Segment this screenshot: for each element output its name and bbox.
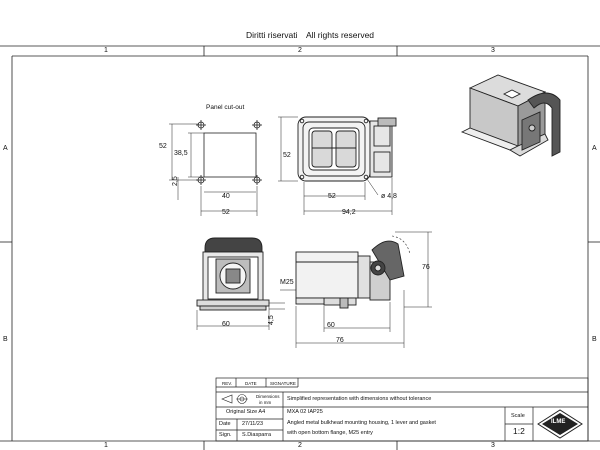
product-code: MXA 02 IAP25 [287,409,323,415]
rights-reserved-italian: Diritti riservati [246,30,298,40]
original-size-label: Original Size A4 [226,409,266,415]
dimensions-label: Dimensions [256,394,280,399]
zone-column-label: 3 [491,442,495,449]
description-line-1: Angled metal bulkhead mounting housing, … [287,420,436,426]
dim-front-width: 52 [328,193,336,200]
dim-cutout-bottom-offset: 2,5 [172,176,179,186]
dim-hole-diameter: ø 4,8 [381,193,397,200]
rights-reserved-english: All rights reserved [306,30,375,40]
zone-row-label: A [592,145,597,152]
zone-column-label: 1 [104,47,108,54]
dim-cutout-height: 52 [159,143,167,150]
panel-cutout-view [169,120,262,216]
ilme-logo-text: ILME [551,419,566,425]
dim-thread: M25 [280,279,294,286]
zone-column-label: 3 [491,47,495,54]
scale-label: Scale [511,413,525,419]
dim-bottom-width: 60 [222,321,230,328]
date-column-label: DATE [245,381,257,386]
bottom-view [196,237,285,330]
dim-front-height: 52 [283,152,291,159]
description-line-2: with open bottom flange, M25 entry [287,430,373,436]
dimensions-unit: in mm [259,400,272,405]
dim-side-flange-width: 60 [327,322,335,329]
zone-row-label: B [3,336,8,343]
date-value: 27/11/23 [242,421,264,427]
isometric-view [460,74,561,157]
sign-value: S.Diasparra [242,432,272,438]
zone-row-label: A [3,145,8,152]
zone-row-label: B [592,336,597,343]
dim-cutout-hole-spacing: 40 [222,193,230,200]
dim-side-depth: 76 [336,337,344,344]
dim-cutout-width: 52 [222,209,230,216]
ilme-logo [537,409,583,439]
cutout-hole [252,175,262,185]
sign-field-label: Sign. [219,432,232,438]
cutout-hole [196,120,206,130]
panel-cutout-label: Panel cut-out [206,104,245,111]
dim-side-height: 76 [422,264,430,271]
description-header: Simplified representation with dimension… [287,396,432,402]
dim-front-overall-width: 94,2 [342,209,356,216]
zone-column-label: 2 [298,47,302,54]
signature-column-label: SIGNATURE [270,381,296,386]
date-field-label: Date [219,421,231,427]
dim-cutout-inner-height: 38,5 [174,150,188,157]
rev-column-label: REV. [222,381,233,386]
front-view [278,116,397,215]
scale-value: 1:2 [513,426,525,436]
zone-column-label: 1 [104,442,108,449]
dim-flange-thickness: 4,5 [268,315,275,325]
side-view [280,231,432,348]
cutout-hole [252,120,262,130]
title-block-grid [215,377,589,442]
zone-column-label: 2 [298,442,302,449]
